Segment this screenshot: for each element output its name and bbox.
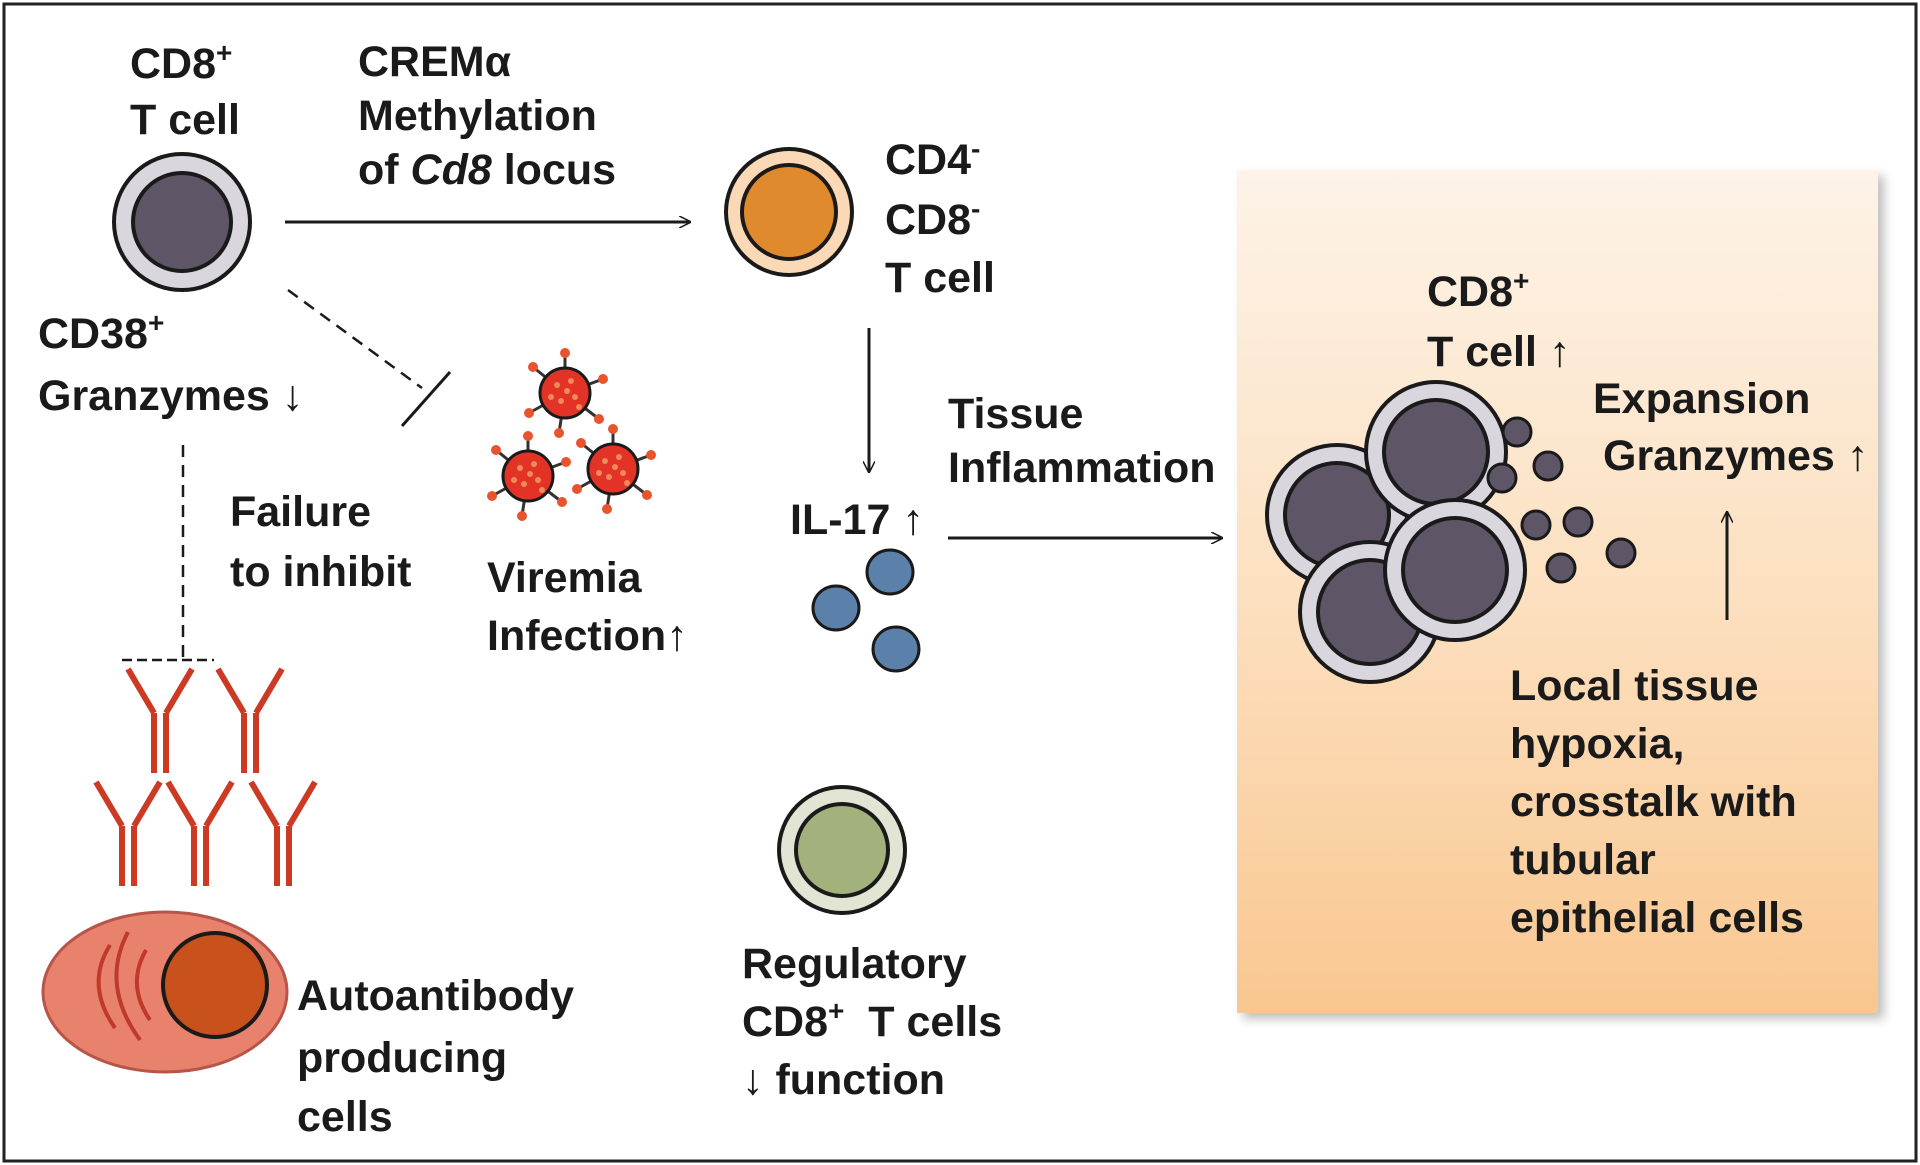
- local-tissue-label: Local tissue: [1510, 662, 1759, 710]
- infection-increased-label: Infection↑: [487, 612, 688, 660]
- granzyme-granule-icon: [1532, 450, 1564, 482]
- il17-cytokine-icon: [865, 548, 915, 596]
- epithelial-cells-label: epithelial cells: [1510, 894, 1804, 942]
- dashed-inhibition-virus: [287, 288, 423, 390]
- granzyme-granules: [1486, 416, 1637, 584]
- decreased-function-label: ↓ function: [742, 1056, 946, 1104]
- il17-cytokine-icon: [811, 584, 861, 632]
- methylation-label: Methylation: [358, 92, 597, 140]
- granzyme-granule-icon: [1545, 552, 1577, 584]
- crem-alpha-label: CREMα: [358, 38, 512, 86]
- t-cell-increased-label: T cell ↑: [1427, 328, 1571, 376]
- cd8-t-cell-label: CD8+: [130, 37, 233, 89]
- regulatory-cd8-t-cell-icon: [777, 785, 907, 915]
- il17-cytokines: [811, 548, 921, 673]
- cd38-label: CD38+: [38, 307, 165, 359]
- cd4-negative-label: CD4-: [885, 133, 981, 185]
- panel-cd8-label: CD8+: [1427, 265, 1530, 317]
- autoantibody-producing-cell-icon: [41, 910, 289, 1074]
- regulatory-cd8-t-cells-label: CD8+ T cells: [742, 995, 1003, 1047]
- granzyme-granule-icon: [1520, 509, 1552, 541]
- cd8-t-cell-icon: [1383, 498, 1527, 642]
- cd8-negative-label: CD8-: [885, 193, 981, 245]
- granzyme-granule-icon: [1486, 462, 1518, 494]
- cd8-locus-label: of Cd8 locus: [358, 146, 617, 194]
- cells-label: cells: [297, 1093, 393, 1141]
- granzymes-decreased-label: Granzymes ↓: [38, 372, 304, 420]
- tubular-label: tubular: [1510, 836, 1656, 884]
- inflammation-label: Inflammation: [948, 444, 1216, 492]
- failure-label: Failure: [230, 488, 371, 536]
- il17-cytokine-icon: [871, 625, 921, 673]
- regulatory-label: Regulatory: [742, 940, 967, 988]
- expansion-label: Expansion: [1593, 375, 1811, 423]
- cd8-t-cell-icon: [112, 152, 252, 292]
- hypoxia-label: hypoxia,: [1510, 720, 1685, 768]
- il17-increased-label: IL-17 ↑: [790, 496, 924, 544]
- granzyme-granule-icon: [1562, 506, 1594, 538]
- granzyme-granule-icon: [1501, 416, 1533, 448]
- tissue-label: Tissue: [948, 390, 1084, 438]
- granzymes-increased-label: Granzymes ↑: [1603, 432, 1869, 480]
- inhibition-bar-virus: [400, 371, 452, 427]
- granzyme-granule-icon: [1605, 537, 1637, 569]
- cd4-cd8-double-negative-cell-icon: [724, 147, 854, 277]
- to-inhibit-label: to inhibit: [230, 548, 412, 596]
- producing-label: producing: [297, 1034, 508, 1082]
- crosstalk-label: crosstalk with: [1510, 778, 1797, 826]
- autoantibody-label: Autoantibody: [297, 972, 575, 1020]
- viremia-label: Viremia: [487, 554, 642, 602]
- cd8-t-cell-label-line2: T cell: [130, 96, 240, 144]
- double-negative-t-cell-label: T cell: [885, 254, 995, 302]
- expanded-cd8-t-cell-cluster: [1265, 380, 1527, 684]
